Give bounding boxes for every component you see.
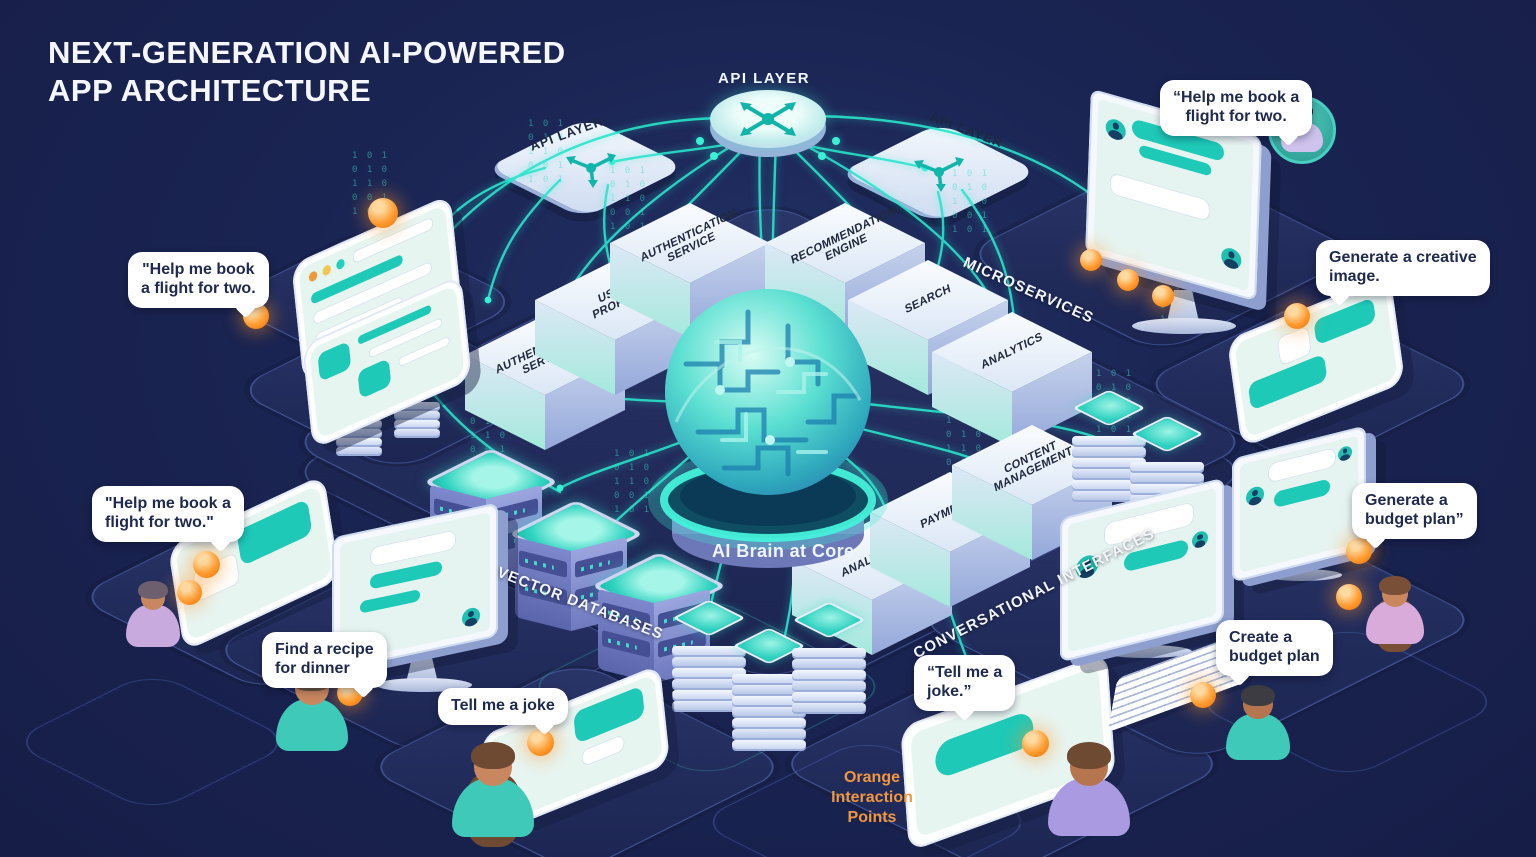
ai-brain-core <box>628 272 908 582</box>
db-stack <box>672 592 746 710</box>
chat-avatar-icon <box>1192 529 1208 550</box>
user-figure <box>1226 685 1290 780</box>
interaction-point <box>368 198 398 228</box>
orange-interaction-note: Orange Interaction Points <box>831 769 913 826</box>
api-hub-arrows-icon <box>740 102 796 136</box>
api-layer-center-label: API LAYER <box>718 70 811 87</box>
speech-bubble: "Help me book a flight for two." <box>92 486 244 542</box>
ai-core-label: AI Brain at Core <box>712 541 855 561</box>
service-box-analytics: ANALYTICS <box>932 312 1092 447</box>
chat-avatar-icon <box>1105 116 1127 143</box>
db-stack-top <box>792 601 866 639</box>
interaction-point <box>1117 269 1139 291</box>
speech-bubble: Generate a creative image. <box>1316 240 1490 296</box>
status-dot-teal <box>335 257 346 271</box>
db-stack <box>1072 382 1146 500</box>
interaction-point <box>177 580 202 605</box>
chat-avatar-icon <box>1246 484 1264 508</box>
chat-avatar-icon <box>462 606 480 629</box>
speech-bubble: "Help me book a flight for two. <box>128 252 269 308</box>
monitor-stand-base <box>1100 645 1192 658</box>
status-dot-orange <box>308 269 318 283</box>
api-hub <box>710 90 826 170</box>
speech-bubble: Tell me a joke <box>438 688 568 725</box>
chip-stack <box>391 364 443 436</box>
user-figure <box>1366 575 1424 662</box>
interaction-point <box>1190 682 1216 708</box>
monitor-stand-base <box>1262 569 1342 581</box>
speech-bubble: Create a budget plan <box>1216 620 1333 676</box>
speech-bubble: “Help me book a flight for two. <box>1160 80 1313 136</box>
binary-stream: 1 0 1 0 1 0 1 1 0 0 0 1 1 0 1 <box>610 166 648 232</box>
db-stack <box>792 594 866 712</box>
chat-avatar-icon <box>1338 444 1352 463</box>
interaction-point <box>527 729 554 756</box>
user-figure <box>1048 741 1130 857</box>
api-node-icon <box>914 157 964 192</box>
monitor-stand-base <box>1132 318 1236 334</box>
chat-avatar-icon <box>1220 245 1242 272</box>
interaction-point <box>1346 538 1372 564</box>
user-figure <box>126 581 180 665</box>
title-line-2: APP ARCHITECTURE <box>48 72 372 108</box>
service-box-authentication-2: AUTHENTICATION SERVICE <box>610 203 770 338</box>
api-node-icon <box>566 153 616 188</box>
page-title: NEXT-GENERATION AI-POWERED APP ARCHITECT… <box>48 34 566 110</box>
interaction-point <box>1152 285 1174 307</box>
speech-bubble: “Tell me a joke.” <box>914 655 1016 711</box>
interaction-point <box>1284 303 1310 329</box>
user-figure <box>452 741 534 857</box>
interaction-point <box>1336 584 1362 610</box>
interaction-point <box>1080 249 1102 271</box>
binary-stream: 1 0 1 0 1 0 1 1 0 0 0 1 1 0 1 <box>614 449 652 515</box>
interaction-point <box>1022 730 1049 757</box>
db-stack <box>732 620 806 749</box>
db-stack-top <box>1130 415 1204 453</box>
status-dot-yellow <box>322 263 332 277</box>
speech-bubble: Generate a budget plan” <box>1352 483 1477 539</box>
speech-bubble: Find a recipe for dinner <box>262 632 387 688</box>
title-line-1: NEXT-GENERATION AI-POWERED <box>48 35 566 70</box>
interaction-point <box>193 551 220 578</box>
